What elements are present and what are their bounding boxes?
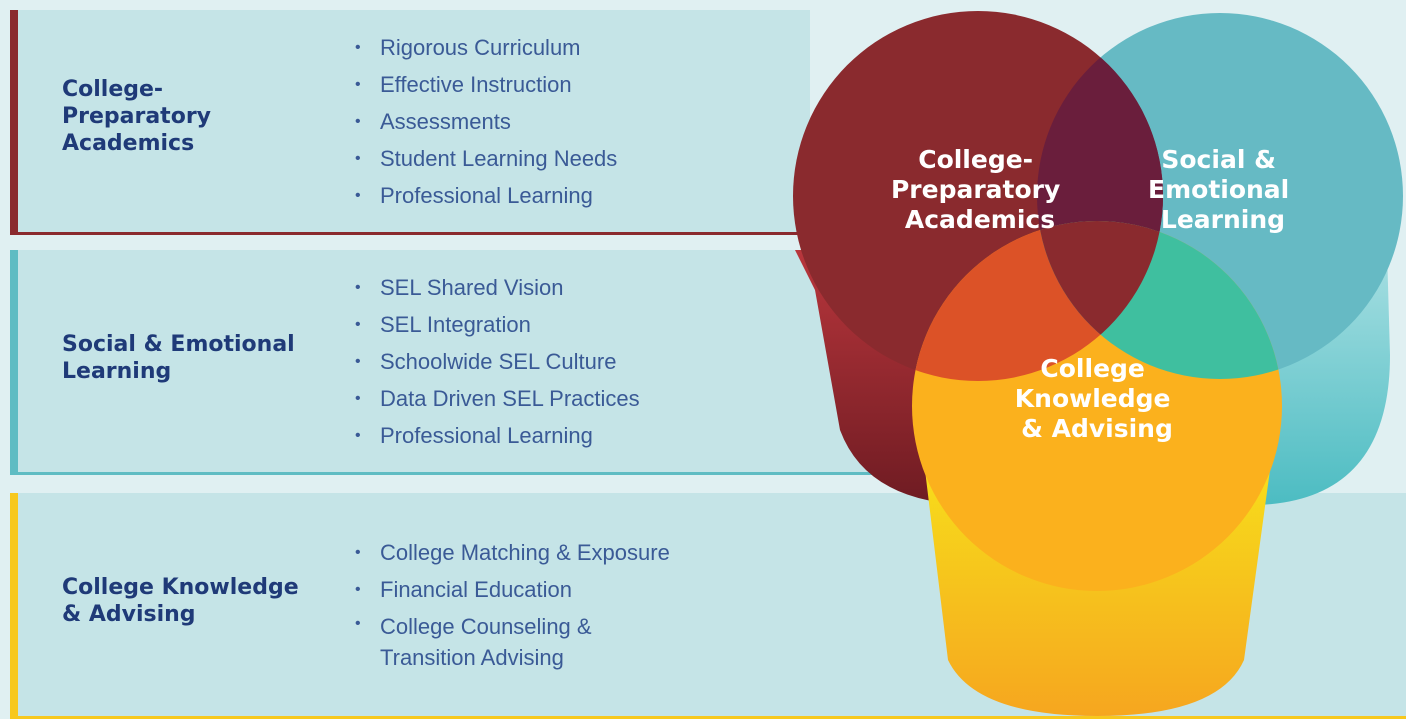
bullet-item: Effective Instruction bbox=[355, 66, 617, 103]
heading-line: & Advising bbox=[62, 602, 196, 627]
pillar-accent-bar bbox=[10, 493, 18, 719]
pillar-bullet-list: SEL Shared Vision SEL Integration School… bbox=[355, 269, 640, 454]
bullet-item: Financial Education bbox=[355, 571, 670, 608]
pillar-academics-panel: College- Preparatory Academics Rigorous … bbox=[10, 10, 810, 235]
heading-line: Learning bbox=[62, 359, 172, 384]
pillar-sel-panel: Social & Emotional Learning SEL Shared V… bbox=[10, 250, 900, 475]
bullet-item: Schoolwide SEL Culture bbox=[355, 343, 640, 380]
bullet-item: Rigorous Curriculum bbox=[355, 29, 617, 66]
pillar-bottom-rule bbox=[10, 232, 810, 235]
pillar-accent-bar bbox=[10, 250, 18, 475]
bullet-item: Student Learning Needs bbox=[355, 140, 617, 177]
bullet-item: SEL Shared Vision bbox=[355, 269, 640, 306]
heading-line: Preparatory bbox=[62, 104, 212, 129]
bullet-item: Professional Learning bbox=[355, 417, 640, 454]
pillar-bullet-list: College Matching & Exposure Financial Ed… bbox=[355, 534, 670, 673]
bullet-item: College Matching & Exposure bbox=[355, 534, 670, 571]
pillar-heading: College Knowledge & Advising bbox=[62, 574, 299, 628]
bullet-line: College Counseling & bbox=[380, 614, 592, 639]
heading-line: College Knowledge bbox=[62, 575, 299, 600]
heading-line: College- bbox=[62, 77, 164, 102]
pillar-bottom-rule bbox=[10, 716, 1406, 719]
pillar-accent-bar bbox=[10, 10, 18, 235]
bullet-item: College Counseling & Transition Advising bbox=[355, 608, 670, 673]
bullet-item: Assessments bbox=[355, 103, 617, 140]
heading-line: Academics bbox=[62, 131, 195, 156]
venn-label-sel: Social & Emotional Learning bbox=[1148, 145, 1298, 234]
venn-label-academics: College- Preparatory Academics bbox=[891, 145, 1069, 234]
bullet-item: SEL Integration bbox=[355, 306, 640, 343]
bullet-item: Data Driven SEL Practices bbox=[355, 380, 640, 417]
bullet-item: Professional Learning bbox=[355, 177, 617, 214]
pillar-heading: College- Preparatory Academics bbox=[62, 76, 211, 157]
venn-label-advising: College Knowledge & Advising bbox=[1015, 354, 1179, 443]
pillar-heading: Social & Emotional Learning bbox=[62, 331, 295, 385]
pillar-bottom-rule bbox=[10, 472, 900, 475]
heading-line: Social & Emotional bbox=[62, 332, 295, 357]
bullet-line: Transition Advising bbox=[380, 645, 564, 670]
pillar-bullet-list: Rigorous Curriculum Effective Instructio… bbox=[355, 29, 617, 214]
